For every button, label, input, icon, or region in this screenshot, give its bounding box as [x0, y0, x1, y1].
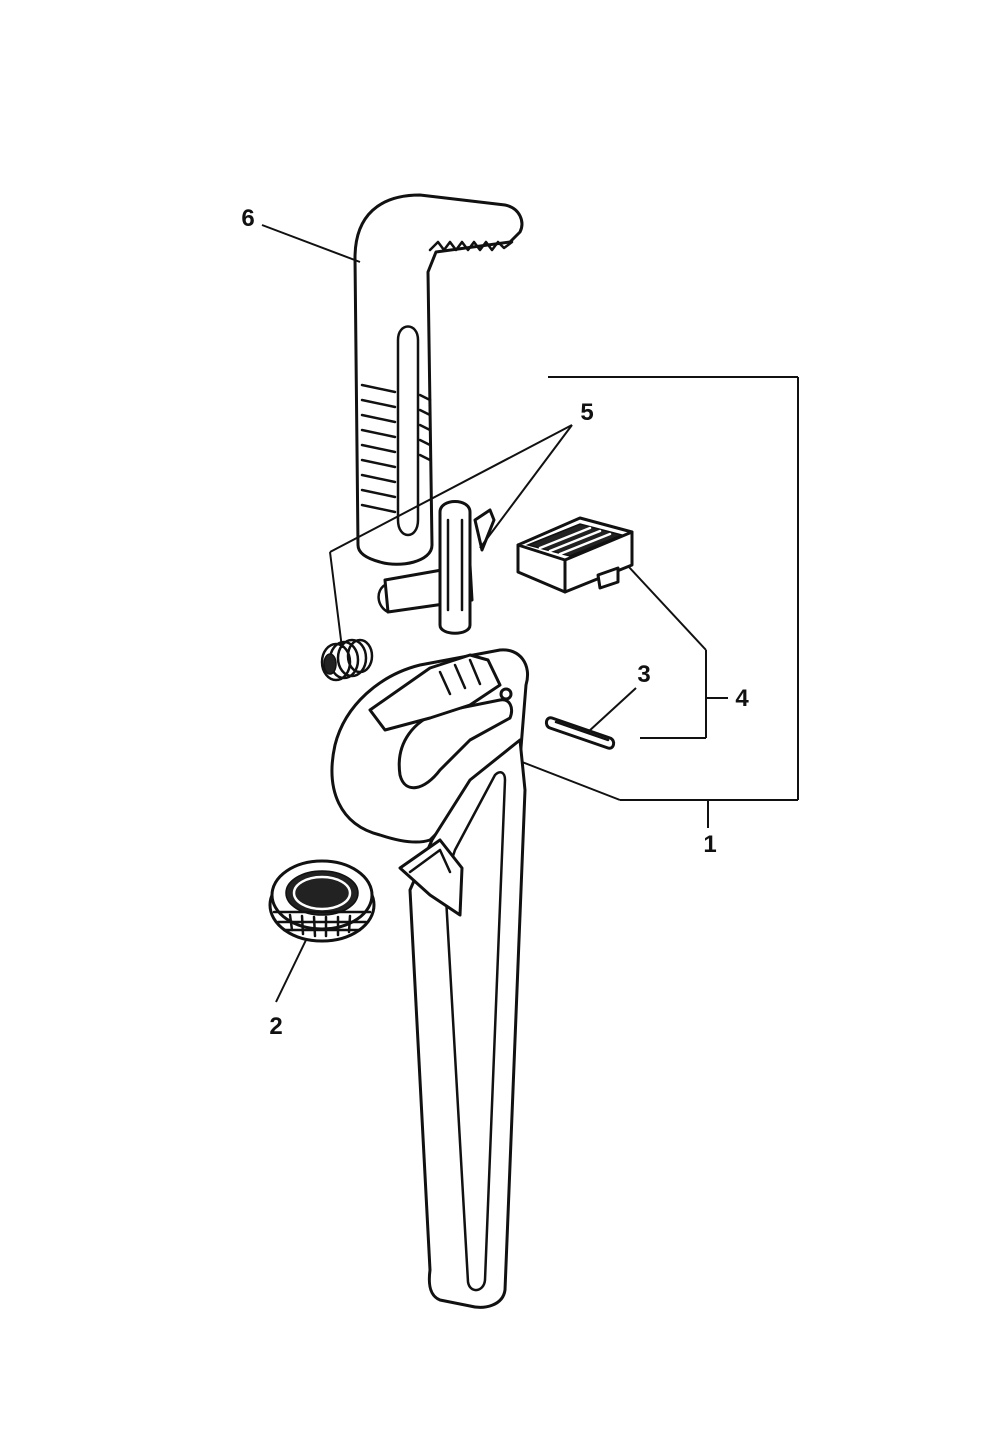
callout-4: 4 — [735, 685, 749, 712]
callout-5: 5 — [580, 399, 593, 426]
callout-2: 2 — [269, 1013, 282, 1040]
callout-6: 6 — [241, 205, 254, 232]
spring-clip-part — [377, 500, 496, 635]
leader-lines — [261, 224, 799, 1003]
callout-3: 3 — [637, 661, 650, 688]
callout-1: 1 — [703, 831, 716, 858]
jaw-insert-part — [516, 516, 634, 594]
pin-part — [544, 716, 616, 750]
hook-jaw-part — [353, 193, 524, 566]
callout-labels: 1 2 3 4 5 6 — [241, 205, 749, 1040]
adjusting-nut-part — [268, 859, 376, 943]
coil-spring-part — [320, 638, 374, 682]
housing-handle-part — [330, 648, 529, 1309]
